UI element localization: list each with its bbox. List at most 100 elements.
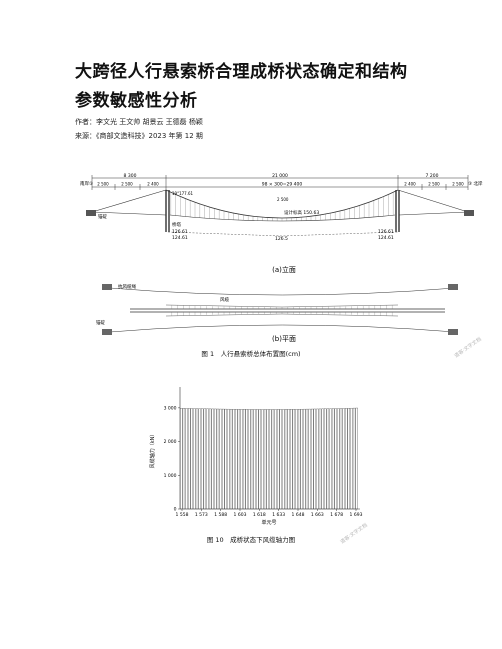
chart-bar	[190, 408, 193, 510]
x-tick-label: 1 573	[195, 512, 208, 518]
chart-bar	[284, 409, 288, 510]
title-line-2: 参数敏感性分析	[75, 91, 198, 111]
chart-bar	[211, 408, 214, 510]
plan-anchor-bottom-left	[102, 329, 112, 335]
chart-bar	[227, 408, 230, 510]
x-tick-label: 1 693	[350, 512, 363, 518]
chart-bar	[311, 408, 314, 510]
chart-bar	[222, 408, 225, 510]
elevation-dimension-lines	[91, 175, 469, 190]
chart-bar	[253, 409, 256, 510]
plan-anchor-bottom-right	[448, 329, 458, 335]
x-tick-label: 1 588	[214, 512, 227, 518]
plan-anchor-top-right	[448, 284, 458, 290]
chart-bar	[350, 407, 353, 510]
dim-right-part: 2 500	[452, 182, 464, 187]
chart-bar	[250, 409, 254, 510]
chart-bar	[185, 408, 188, 510]
label-sag: 2 500	[277, 197, 289, 202]
chart-bar	[324, 408, 327, 510]
anchor-left	[86, 210, 96, 216]
chart-bar	[180, 408, 183, 510]
chart-bar	[201, 408, 204, 510]
dim-left-part: 2 500	[97, 182, 109, 187]
chart-bars	[180, 407, 358, 510]
chart-bar	[235, 409, 238, 510]
chart-bar	[355, 407, 358, 510]
chart-bar	[266, 409, 269, 510]
x-tick-label: 1 633	[272, 512, 285, 518]
x-tick-label: 1 678	[330, 512, 343, 518]
chart-bar	[271, 409, 275, 510]
chart-bar	[352, 407, 356, 510]
chart-bar	[295, 409, 298, 510]
chart-bar	[287, 409, 290, 510]
hangers	[170, 192, 394, 221]
chart-bar	[193, 408, 196, 510]
caption-elevation: (a)立面	[272, 265, 296, 274]
dim-right-part: 2 400	[404, 182, 416, 187]
dim-left-part: 2 500	[121, 182, 133, 187]
chart-bar	[224, 408, 227, 510]
chart-bar	[282, 409, 285, 510]
chart-bar	[198, 408, 201, 510]
label-plan-anchor: 锚碇	[96, 319, 105, 326]
chart-bar	[300, 408, 303, 510]
chart-bar	[308, 408, 311, 510]
chart-bar	[263, 409, 267, 510]
chart-bar	[187, 408, 191, 510]
chart-bar	[290, 409, 293, 510]
chart-bar	[276, 409, 280, 510]
chart-bar	[274, 409, 277, 510]
chart-bar	[279, 409, 282, 510]
plan-anchor-top-left	[102, 284, 112, 290]
x-tick-label: 1 558	[176, 512, 189, 518]
chart-bar	[258, 409, 262, 510]
chart-bar	[305, 408, 309, 510]
label-elev-left-a: 126.61	[172, 229, 188, 235]
dim-right-part: 2 500	[428, 182, 440, 187]
chart-bar	[232, 409, 235, 510]
chart-bar	[345, 408, 348, 510]
chart-x-label: 单元号	[261, 519, 276, 526]
anchor-right	[464, 210, 474, 216]
label-mid-elev: 126.5	[275, 236, 288, 242]
label-left-end: 南岸①	[80, 180, 93, 187]
chart-bar	[331, 408, 335, 510]
chart-bar	[337, 408, 340, 510]
chart-bar	[321, 408, 324, 510]
label-elev-right-b: 124.61	[378, 235, 394, 241]
x-tick-label: 1 618	[253, 512, 266, 518]
chart-bar	[318, 408, 322, 510]
chart-bar	[182, 408, 186, 510]
chart-bar	[269, 409, 272, 510]
chart-bar	[206, 408, 209, 510]
authors-line: 作者：李文光 王文帅 胡景云 王德磊 杨颖	[75, 118, 203, 126]
chart-bar	[316, 408, 319, 510]
chart-bar	[297, 409, 301, 510]
label-deck-elev: 设计标高 150.63	[284, 209, 319, 216]
label-elev-left-b: 124.61	[172, 235, 188, 241]
chart-bar	[248, 409, 251, 510]
caption-plan: (b)平面	[272, 335, 296, 343]
figure-10-caption: 图 10 成桥状态下风缆轴力图	[206, 536, 296, 544]
y-tick-label: 1 000	[164, 473, 177, 479]
label-angle: 19°177.61	[172, 191, 194, 196]
chart-bar	[303, 408, 306, 510]
figure-1-drawing: 21 000 8 300 7 200 98 × 300=29 400 2 500…	[80, 173, 483, 343]
chart-bar	[242, 409, 246, 510]
chart-bar	[214, 408, 217, 510]
y-tick-label: 2 000	[164, 439, 177, 445]
x-tick-label: 1 648	[292, 512, 305, 518]
chart-bar	[237, 409, 241, 510]
y-tick-label: 3 000	[164, 405, 177, 411]
title-line-1: 大跨径人行悬索桥合理成桥状态确定和结构	[75, 62, 408, 82]
source-line: 来源：《商部文造科技》2023 年第 12 期	[75, 132, 203, 140]
chart-bar	[229, 408, 233, 510]
chart-bar	[329, 408, 332, 510]
chart-bar	[208, 408, 212, 510]
chart-y-label: 风缆轴力（kN）	[149, 432, 156, 469]
label-wind: 风缆	[220, 296, 229, 303]
